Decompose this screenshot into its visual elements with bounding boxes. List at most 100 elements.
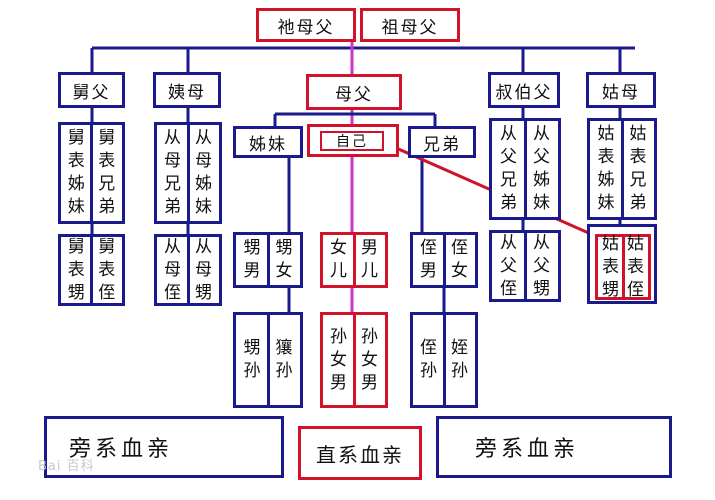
char: 儿 xyxy=(361,261,378,281)
char: 姑 xyxy=(597,124,615,144)
char: 表 xyxy=(98,151,116,171)
char: 兄 xyxy=(164,174,181,194)
char: 姊 xyxy=(67,174,85,194)
parents-label: 母父 xyxy=(335,84,373,105)
paternal-aunt-children-box: 姑表姊妹 姑表兄弟 xyxy=(587,118,657,220)
paternal-grandparents-box: 祖母父 xyxy=(360,8,460,42)
char: 孙 xyxy=(275,361,293,381)
divider xyxy=(186,125,190,221)
divider xyxy=(266,235,270,285)
char: 兄 xyxy=(629,170,647,190)
divider xyxy=(186,237,190,303)
char: 姊 xyxy=(533,170,550,190)
char: 妹 xyxy=(533,193,550,213)
maternal-aunt-gc-left: 从母侄 xyxy=(157,237,188,303)
char: 妹 xyxy=(67,197,85,217)
sisters-label: 姊妹 xyxy=(249,134,287,155)
char: 舅 xyxy=(67,236,85,257)
char: 母 xyxy=(164,151,181,171)
divider xyxy=(620,121,624,217)
char: 母 xyxy=(195,259,212,280)
char: 兄 xyxy=(500,170,517,190)
char: 侄 xyxy=(420,238,437,258)
char: 侄 xyxy=(500,278,517,299)
legend-collateral-right-label: 旁系血亲 xyxy=(475,437,580,462)
char: 男 xyxy=(243,261,261,281)
maternal-aunt-grandchildren-box: 从母侄 从母甥 xyxy=(154,234,222,306)
maternal-uncle-sisters: 舅表姊妹 xyxy=(61,125,92,221)
char: 弟 xyxy=(500,193,517,213)
char: 表 xyxy=(67,259,85,280)
self-box: 自己 xyxy=(307,124,399,157)
brother-gc-left: 侄孙 xyxy=(413,315,444,405)
paternal-uncle-children-box: 从父兄弟 从父姊妹 xyxy=(489,118,561,220)
char: 侄 xyxy=(164,282,181,303)
char: 妹 xyxy=(597,193,615,213)
char: 舅 xyxy=(67,128,85,148)
brother-sons: 侄男 xyxy=(413,235,444,285)
legend-collateral-left: 旁系血亲 xyxy=(44,416,284,478)
char: 从 xyxy=(164,128,181,148)
char: 男 xyxy=(420,261,437,281)
maternal-uncle-box: 舅父 xyxy=(58,72,125,108)
sister-grandchildren-box: 甥孙 獽孙 xyxy=(233,312,303,408)
char: 甥 xyxy=(67,282,85,303)
maternal-uncle-grandchildren-box: 舅表甥 舅表侄 xyxy=(58,234,125,306)
char: 兄 xyxy=(98,174,116,194)
paternal-aunt-grandchildren-outer: 姑表甥 姑表侄 xyxy=(587,224,657,304)
char: 男 xyxy=(330,372,347,393)
char: 獽 xyxy=(275,338,293,358)
brothers-label: 兄弟 xyxy=(423,134,461,155)
brother-grandchildren-box: 侄孙 姪孙 xyxy=(410,312,478,408)
divider xyxy=(266,315,270,405)
paternal-uncle-brothers: 从父兄弟 xyxy=(492,121,525,217)
self-inner-box: 自己 xyxy=(320,131,384,151)
char: 女 xyxy=(330,238,347,258)
brother-gc-right: 姪孙 xyxy=(444,315,475,405)
char: 女 xyxy=(330,349,347,370)
char: 姑 xyxy=(629,124,647,144)
maternal-aunt-brothers: 从母兄弟 xyxy=(157,125,188,221)
char: 姊 xyxy=(195,174,212,194)
char: 甥 xyxy=(243,238,261,258)
legend-direct-label: 直系血亲 xyxy=(316,442,404,467)
maternal-uncle-label: 舅父 xyxy=(72,82,111,103)
own-grandchildren-box: 孙女男 孙女男 xyxy=(320,312,388,408)
parents-box: 母父 xyxy=(306,74,402,110)
char: 侄 xyxy=(420,338,437,358)
paternal-aunt-box: 姑母 xyxy=(586,72,656,108)
char: 女 xyxy=(275,261,293,281)
maternal-aunt-children-box: 从母兄弟 从母姊妹 xyxy=(154,122,222,224)
char: 弟 xyxy=(98,197,116,217)
paternal-aunt-gc-right: 姑表侄 xyxy=(623,234,648,300)
paternal-aunt-brothers: 姑表兄弟 xyxy=(622,121,654,217)
maternal-aunt-box: 姨母 xyxy=(153,72,221,108)
char: 舅 xyxy=(98,236,116,257)
sister-daughters: 甥女 xyxy=(268,235,300,285)
paternal-uncle-sisters: 从父姊妹 xyxy=(525,121,558,217)
char: 父 xyxy=(500,255,517,276)
maternal-grandparents-box: 祂母父 xyxy=(256,8,356,42)
char: 母 xyxy=(195,151,212,171)
brother-children-box: 侄男 侄女 xyxy=(410,232,478,288)
legend-collateral-right: 旁系血亲 xyxy=(436,416,672,478)
char: 从 xyxy=(533,232,550,253)
char: 甥 xyxy=(195,282,212,303)
divider xyxy=(523,121,527,217)
watermark-logo: Bai 百科 xyxy=(38,459,95,474)
paternal-aunt-label: 姑母 xyxy=(602,82,640,103)
divider xyxy=(352,235,356,285)
legend-collateral-left-label: 旁系血亲 xyxy=(69,437,174,462)
char: 父 xyxy=(500,147,517,167)
char: 甥 xyxy=(602,279,619,300)
divider xyxy=(621,237,625,297)
own-children-box: 女儿 男儿 xyxy=(320,232,388,288)
char: 母 xyxy=(164,259,181,280)
divider xyxy=(442,315,446,405)
char: 儿 xyxy=(330,261,347,281)
maternal-uncle-gc-left: 舅表甥 xyxy=(61,237,92,303)
self-label: 自己 xyxy=(336,134,368,150)
char: 侄 xyxy=(627,279,644,300)
paternal-uncle-grandchildren-box: 从父侄 从父甥 xyxy=(489,230,561,302)
